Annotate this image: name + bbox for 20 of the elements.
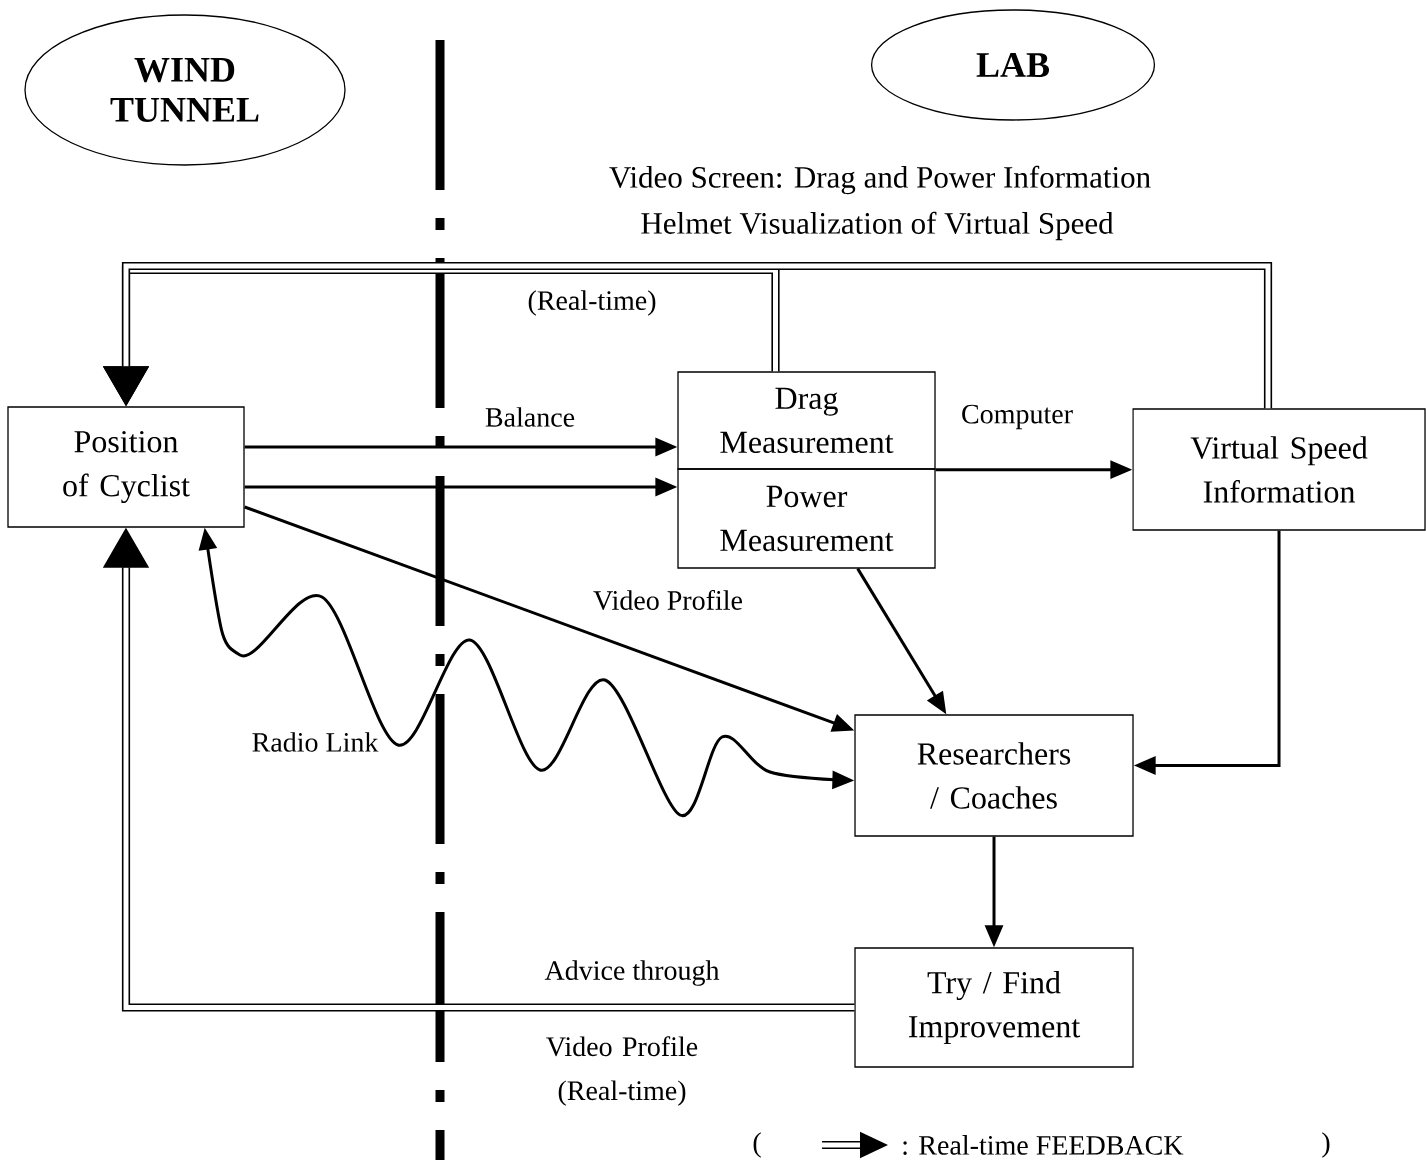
process-box: Power Measurement (677, 468, 936, 569)
edge-label: (Real-time) (525, 288, 659, 318)
ellipse-label: LAB (870, 9, 1156, 121)
process-box: Try / Find Improvement (854, 947, 1134, 1068)
ellipse-label: WIND TUNNEL (24, 14, 346, 166)
edge-label: Advice through (542, 958, 722, 988)
legend-text: : Real-time FEEDBACK (903, 1135, 1184, 1155)
process-box: Virtual Speed Information (1132, 408, 1426, 531)
note-text: ( (753, 1132, 761, 1158)
note-text: Video Profile (Real-time) (546, 1036, 698, 1106)
edge-label: Radio Link (249, 730, 381, 754)
edge-label: Video Profile (591, 587, 745, 613)
process-box: Researchers / Coaches (854, 714, 1134, 837)
note-text: ) (1322, 1132, 1330, 1158)
edge-label: Computer (959, 402, 1075, 432)
edge-label: Balance (482, 405, 578, 429)
process-box: Drag Measurement (677, 371, 936, 470)
note-text: Helmet Visualization of Virtual Speed (641, 211, 1114, 241)
note-text: Video Screen: Drag and Power Information (609, 165, 1151, 195)
process-box: Position of Cyclist (7, 406, 245, 528)
